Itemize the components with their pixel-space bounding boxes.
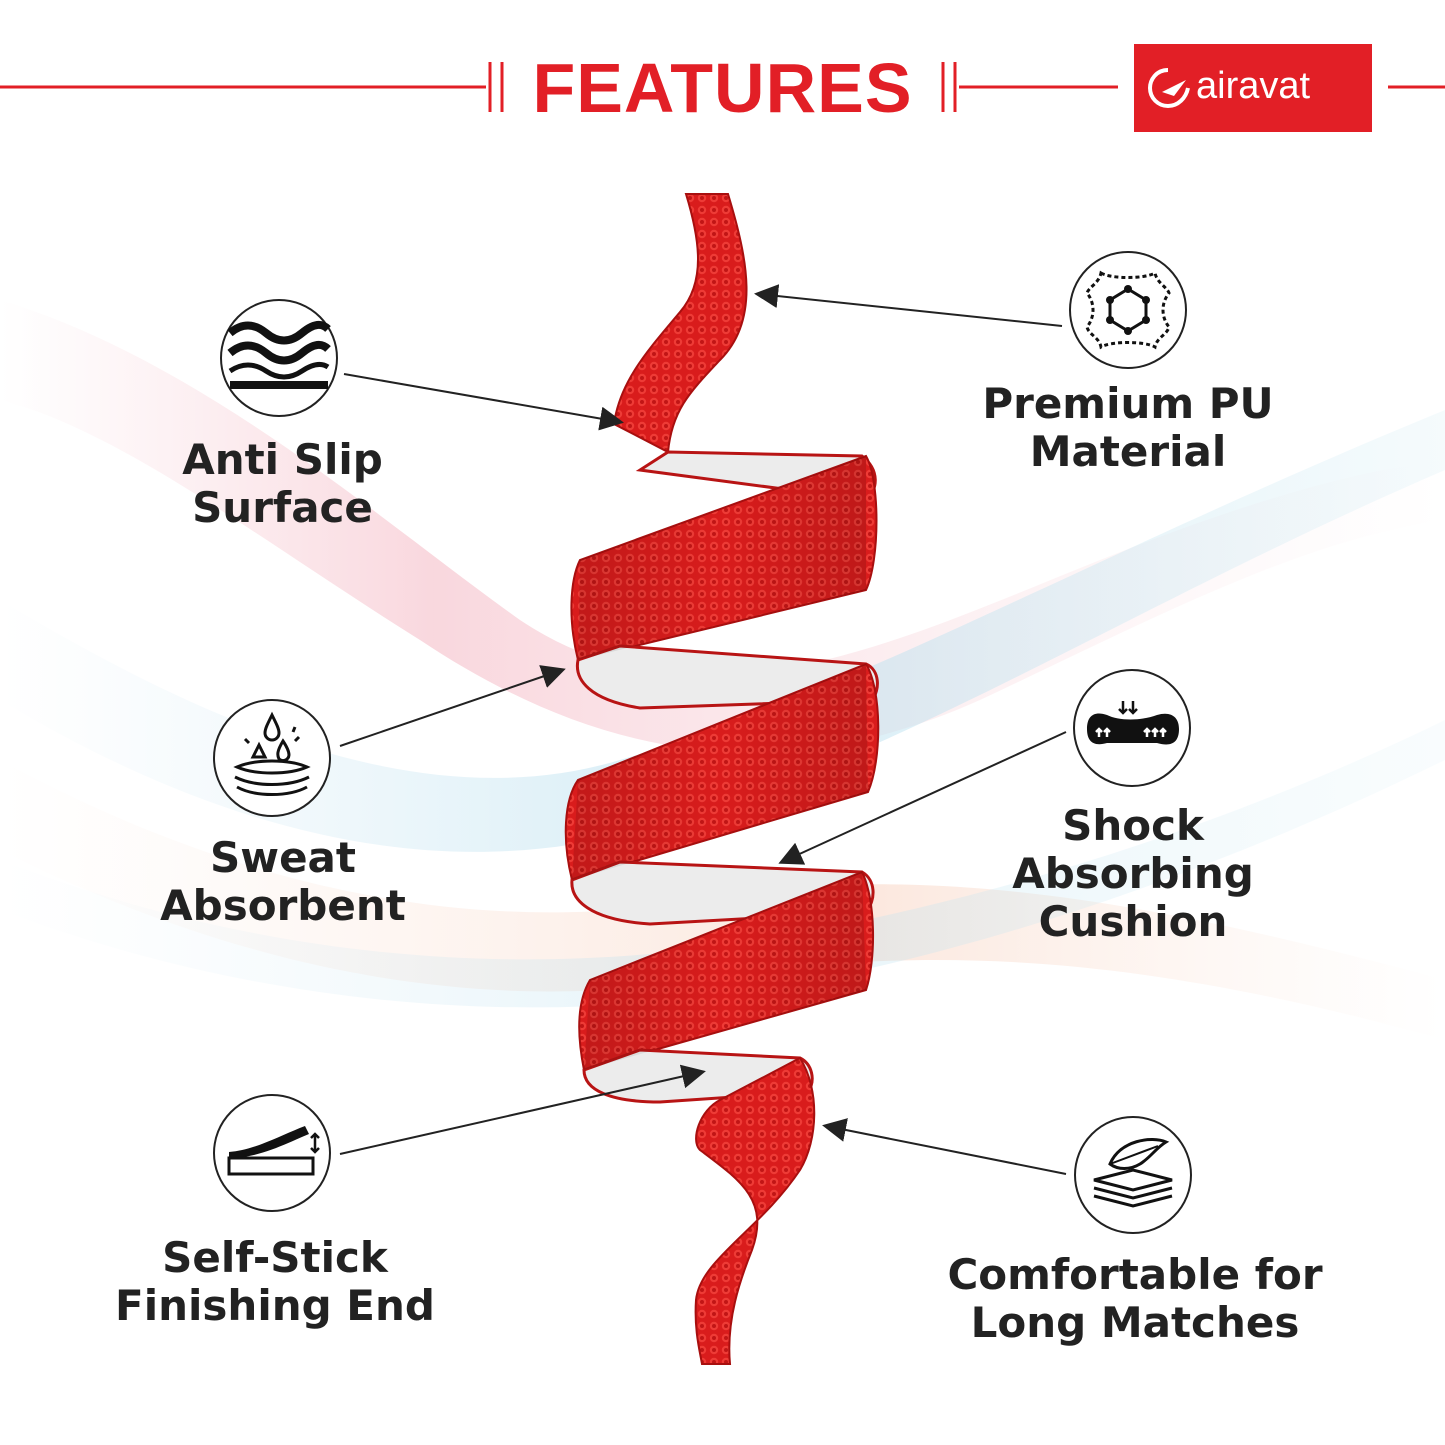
premium-pu-badge: [1069, 251, 1187, 369]
feature-label-comfortable: Comfortable for Long Matches: [947, 1250, 1323, 1347]
leather-hexagon-icon: [1085, 270, 1171, 350]
page-title: FEATURES: [532, 49, 913, 127]
airavat-mark-icon: [1148, 68, 1190, 109]
brand-name: airavat: [1196, 65, 1311, 107]
cushion-arrows-icon: [1087, 701, 1179, 745]
adhesive-strip-icon: [227, 1126, 320, 1176]
comfort-badge: [1074, 1116, 1192, 1234]
anti-slip-badge: [220, 299, 338, 417]
feature-label-shock-absorbing: Shock Absorbing Cushion: [1012, 801, 1254, 946]
feature-label-anti-slip: Anti Slip Surface: [182, 435, 383, 532]
shock-absorbing-badge: [1073, 669, 1191, 787]
feature-label-sweat-absorbent: Sweat Absorbent: [160, 833, 406, 930]
water-drop-layers-icon: [233, 711, 311, 796]
feature-label-premium-pu: Premium PU Material: [982, 379, 1274, 476]
sweat-absorbent-badge: [213, 699, 331, 817]
waves-icon: [227, 320, 331, 389]
feature-label-self-stick: Self-Stick Finishing End: [115, 1233, 435, 1330]
self-stick-badge: [213, 1094, 331, 1212]
brand-logo: airavat: [1134, 44, 1372, 132]
feather-layers-icon: [1093, 1138, 1173, 1208]
